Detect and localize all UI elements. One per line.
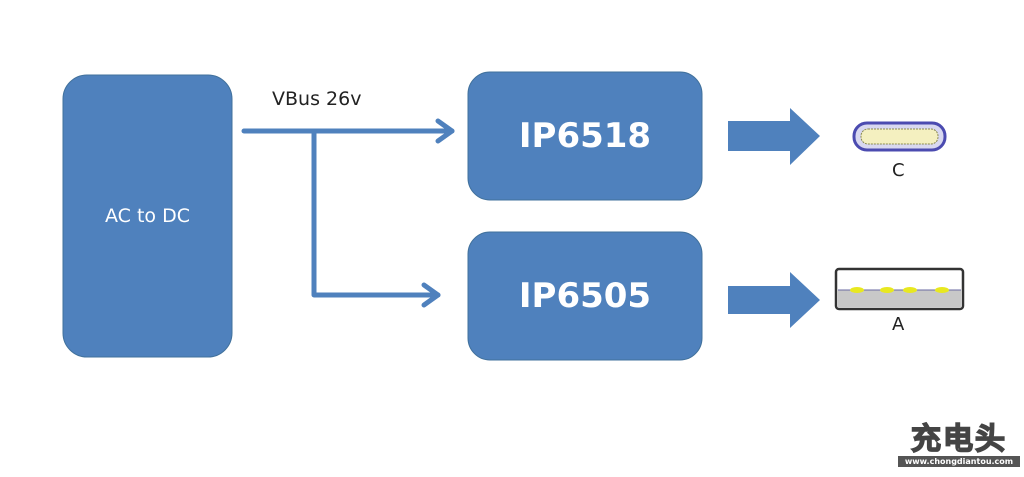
ip6505-block [467,231,703,361]
watermark: 充电头 www.chongdiantou.com [898,422,1020,467]
ac-dc-block [62,74,233,358]
usb-a-icon [834,267,965,311]
vbus-label: VBus 26v [272,88,362,110]
watermark-logo: 充电头 [910,422,1007,457]
vbus-lines [241,118,455,308]
block-arrow-top [728,108,820,165]
usb-a-label: A [892,314,905,335]
usb-c-label: C [892,160,905,181]
ip6505-label: IP6505 [518,276,652,316]
ac-dc-label: AC to DC [105,205,190,227]
block-arrow-bottom [728,272,820,328]
ip6518-block [467,71,703,201]
watermark-url: www.chongdiantou.com [898,456,1020,467]
ip6518-label: IP6518 [518,116,652,156]
usb-c-icon [852,121,947,152]
